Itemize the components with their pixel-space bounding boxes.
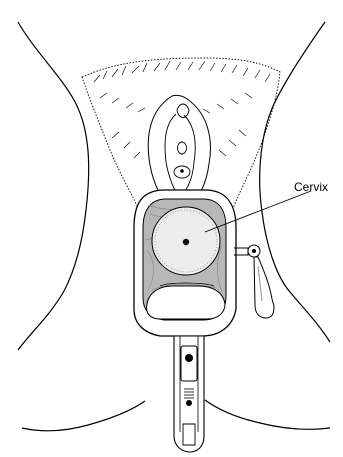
side-screw-center xyxy=(252,249,256,253)
cervix-label: Cervix xyxy=(294,180,328,194)
bottom-right-curve xyxy=(205,400,330,429)
urethral-opening xyxy=(178,142,187,154)
handle-bottom-link xyxy=(183,424,195,445)
hair-strokes xyxy=(94,61,270,158)
inner-labia xyxy=(165,114,195,198)
handle-bolt xyxy=(186,400,192,406)
side-lever xyxy=(254,257,274,318)
handle-slider xyxy=(181,346,197,381)
left-thigh-outline xyxy=(18,22,89,350)
clitoral-hood xyxy=(177,104,189,118)
speculum-lower-blade xyxy=(147,286,225,319)
bottom-left-curve xyxy=(22,401,145,431)
slider-knob xyxy=(185,354,193,362)
cervical-os xyxy=(183,239,189,245)
small-dot-opening xyxy=(180,169,184,173)
